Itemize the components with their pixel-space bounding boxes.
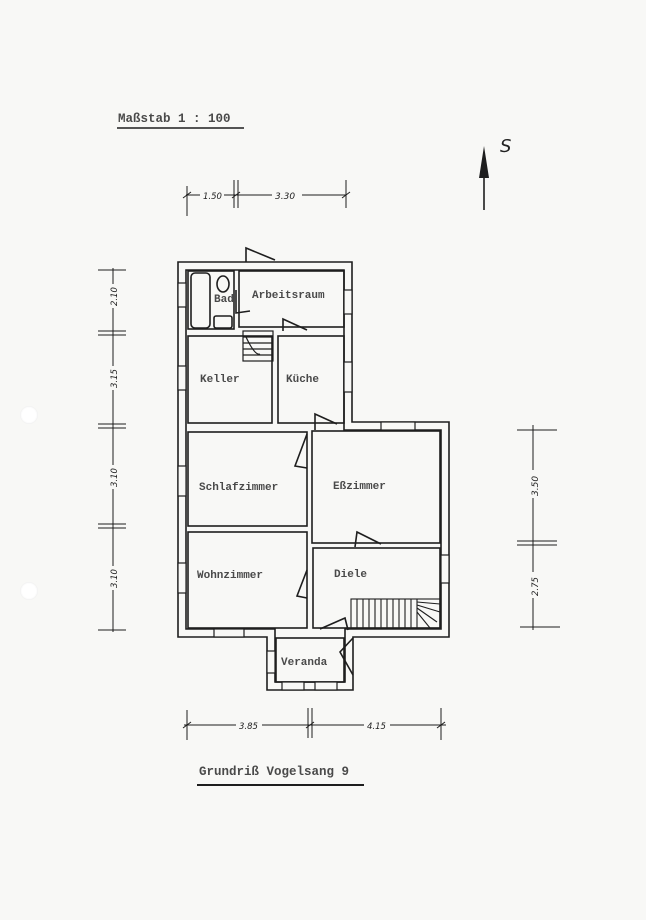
- dim-right-2: 2.75: [531, 577, 541, 596]
- room-veranda: Veranda: [275, 637, 354, 683]
- dimension-bottom: [182, 708, 446, 740]
- room-label-bad: Bad: [214, 294, 234, 306]
- door-swing: [293, 433, 308, 469]
- dim-top-2: 3.30: [275, 192, 295, 202]
- room-label-veranda: Veranda: [281, 657, 328, 669]
- room-wohnzimmer: Wohnzimmer: [187, 531, 308, 629]
- door-swing: [245, 246, 276, 262]
- room-label-diele: Diele: [334, 569, 367, 581]
- main-stairs: [350, 598, 441, 629]
- room-kueche: Küche: [277, 335, 345, 430]
- dimension-right: [517, 425, 560, 630]
- door-swing: [354, 530, 382, 548]
- room-schlafzimmer: Schlafzimmer: [187, 431, 308, 527]
- scale-label: Maßstab 1 : 100: [118, 112, 231, 126]
- windows: [177, 282, 450, 691]
- dim-bottom-1: 3.85: [239, 722, 258, 732]
- door-swing: [319, 616, 349, 631]
- room-label-esszimmer: Eßzimmer: [333, 481, 386, 493]
- dimension-left: [98, 268, 126, 632]
- cellar-stairs: [242, 330, 274, 362]
- door-swing: [295, 569, 308, 599]
- room-esszimmer: Eßzimmer: [311, 430, 441, 548]
- room-bad: Bad: [187, 270, 235, 330]
- sink-icon: [213, 315, 233, 329]
- dim-left-4: 3.10: [110, 569, 120, 588]
- room-arbeitsraum: Arbeitsraum: [235, 246, 345, 331]
- dim-right-1: 3.50: [531, 476, 541, 496]
- north-arrow-icon: S: [479, 136, 511, 210]
- punch-hole-top: [20, 406, 38, 424]
- room-label-keller: Keller: [200, 374, 240, 386]
- dim-bottom-2: 4.15: [367, 722, 386, 732]
- room-label-kueche: Küche: [286, 374, 319, 386]
- dimension-top: [182, 180, 351, 216]
- punch-hole-bottom: [20, 582, 38, 600]
- bathtub-icon: [190, 272, 211, 329]
- room-label-arbeitsraum: Arbeitsraum: [252, 290, 325, 302]
- door-swing: [314, 412, 338, 430]
- dim-left-3: 3.10: [110, 468, 120, 487]
- dim-left-2: 3.15: [110, 369, 120, 388]
- room-keller: Keller: [187, 335, 273, 424]
- door-swing: [339, 637, 354, 676]
- plan-title: Grundriß Vogelsang 9: [199, 765, 349, 779]
- dim-top-1: 1.50: [203, 192, 222, 202]
- north-arrow-label: S: [500, 136, 511, 157]
- door-swing: [282, 317, 308, 331]
- room-label-schlafzimmer: Schlafzimmer: [199, 482, 278, 494]
- room-label-wohnzimmer: Wohnzimmer: [197, 570, 263, 582]
- toilet-icon: [216, 275, 230, 293]
- dim-left-1: 2.10: [110, 287, 120, 306]
- door-swing: [235, 290, 251, 314]
